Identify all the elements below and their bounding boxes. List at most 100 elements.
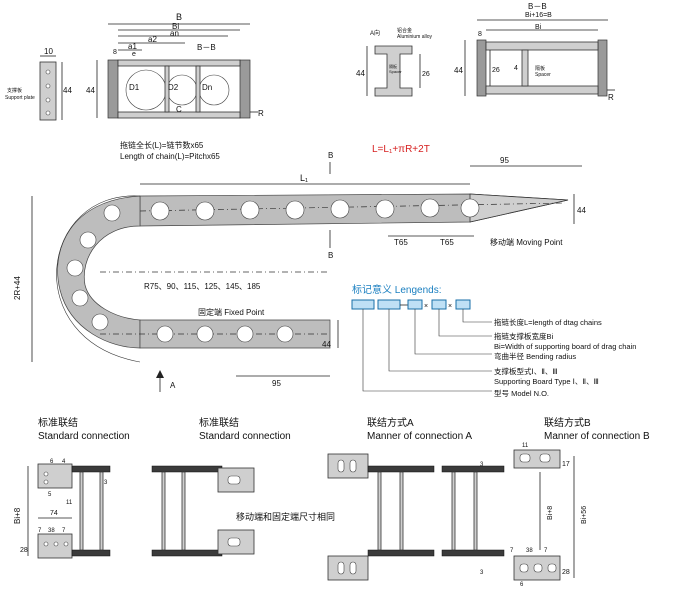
std1-d4: 4 xyxy=(62,459,66,465)
connB-en: Manner of connection B xyxy=(544,431,650,442)
section-mark-B-bottom: B xyxy=(328,251,333,260)
std1-d3: 3 xyxy=(104,480,108,486)
bend-plate-holes xyxy=(66,204,121,331)
dim-a2: a2 xyxy=(148,35,157,44)
length-formula: L=L₁+πR+2T xyxy=(372,144,430,155)
std1-d5: 5 xyxy=(48,492,52,498)
dim-95-bottom: 95 xyxy=(272,379,281,388)
legend-item-7: 型号 Model N.O. xyxy=(494,389,549,398)
std2-en: Standard connection xyxy=(199,431,291,442)
height-2R44: 2R+44 xyxy=(13,276,22,300)
spacer-label-en: Spacer xyxy=(389,69,402,74)
legend-item-2: 拖链支撑板宽度Bi xyxy=(494,331,554,341)
connB-d6: 6 xyxy=(520,582,524,588)
bb-title: B－B xyxy=(528,2,547,11)
alu-dim-26: 26 xyxy=(422,71,430,78)
bb-dim-8: 8 xyxy=(478,31,482,38)
view-A-label: A向 xyxy=(370,29,380,37)
chain-length-en: Length of chain(L)=Pitchx65 xyxy=(120,152,220,161)
connection-B: 3 3 11 17 7 38 7 28 6 Bi+8 Bi+56 xyxy=(441,443,588,588)
plate-dim-44: 44 xyxy=(63,86,72,95)
view-arrow-A: A xyxy=(170,381,176,390)
dim-44-right: 44 xyxy=(577,206,586,215)
support-plate-label-cn: 支撑板 xyxy=(7,87,22,94)
C-label: C xyxy=(176,105,182,114)
svg-text:×: × xyxy=(448,303,452,310)
legend-item-3: Bi=Width of supporting board of drag cha… xyxy=(494,342,636,351)
dim-8: 8 xyxy=(113,49,117,56)
connB-d38: 38 xyxy=(526,548,533,554)
spacer-label-cn: 隔板 xyxy=(389,63,397,69)
std1-Bi8: Bi+8 xyxy=(13,507,22,524)
std1-cn: 标准联结 xyxy=(38,416,78,429)
connection-A xyxy=(327,453,435,581)
dim-e: e xyxy=(132,51,136,58)
connB-Bi8: Bi+8 xyxy=(547,506,554,520)
section-mark-B-top: B xyxy=(328,151,333,160)
connB-d3b: 3 xyxy=(480,570,484,576)
chain-length-cn: 拖链全长(L)=链节数x65 xyxy=(120,140,204,150)
dim-a1: a1 xyxy=(128,42,137,51)
std2-cn: 标准联结 xyxy=(199,416,239,429)
connB-Bi56: Bi+56 xyxy=(581,506,588,524)
legend-item-4: 弯曲半径 Bending radius xyxy=(494,351,576,361)
connB-cn: 联结方式B xyxy=(544,416,591,429)
plate-dim-10: 10 xyxy=(44,47,53,56)
dim-an: an xyxy=(170,29,179,38)
aluminium-label-cn: 铝合金 xyxy=(397,27,412,34)
connA-cn: 联结方式A xyxy=(367,416,414,429)
Dn-label: Dn xyxy=(202,83,212,92)
bb-dim-44: 44 xyxy=(454,66,463,75)
standard-connection-1: Bi+8 6 4 3 5 11 74 7 38 7 28 xyxy=(13,459,111,559)
bb-dim-4: 4 xyxy=(514,65,518,72)
legend-item-6: Supporting Board Type Ⅰ、Ⅱ、Ⅲ xyxy=(494,377,599,386)
support-plate-label-en: Support plate xyxy=(5,95,35,101)
connB-d7: 7 xyxy=(510,548,514,554)
bb-spacer-cn: 隔板 xyxy=(535,65,545,72)
connB-d11: 11 xyxy=(522,443,529,449)
support-plate-view: 10 44 支撑板 Support plate xyxy=(5,47,72,121)
std1-d74: 74 xyxy=(50,510,58,517)
pitch-T65-a: T65 xyxy=(394,238,408,247)
std1-d7b: 7 xyxy=(62,528,66,534)
standard-connection-2 xyxy=(151,465,255,557)
bb-section-view: B－B Bi+16=B Bi 8 44 26 4 隔板 Spacer R xyxy=(454,2,615,102)
alu-dim-44: 44 xyxy=(356,69,365,78)
pitch-T65-b: T65 xyxy=(440,238,454,247)
connA-en: Manner of connection A xyxy=(367,431,472,442)
aluminium-label-en: Aluminium alloy xyxy=(397,34,433,40)
section-BB: B－B xyxy=(197,43,216,52)
std1-d7: 7 xyxy=(38,528,42,534)
lower-run-plate-holes xyxy=(156,325,294,343)
connB-d7b: 7 xyxy=(544,548,548,554)
std1-d28: 28 xyxy=(20,547,28,554)
std1-d11: 11 xyxy=(66,500,73,506)
upper-run-plate-holes xyxy=(150,198,480,221)
moving-point-label: 移动端 Moving Point xyxy=(490,237,563,247)
dim-95-top: 95 xyxy=(500,156,509,165)
bb-dim-R: R xyxy=(608,93,614,102)
legend-block: 标记意义 Lengends: × × 拖链长度L=length of dtag … xyxy=(351,283,636,398)
dim-Bi: Bi xyxy=(172,22,179,31)
std1-d6: 6 xyxy=(50,459,54,465)
svg-text:×: × xyxy=(424,303,428,310)
legend-item-1: 拖链长度L=length of dtag chains xyxy=(494,317,602,327)
aluminium-profile-view: A向 铝合金 Aluminium alloy 隔板 Spacer 44 26 xyxy=(356,27,433,97)
dim-44-bottom: 44 xyxy=(322,340,331,349)
legend-title: 标记意义 Lengends: xyxy=(352,283,442,296)
connB-d3a: 3 xyxy=(480,462,484,468)
bb-dim-BiB: Bi+16=B xyxy=(525,12,552,19)
cross-section-view: B Bi an a2 a1 e 8 B－B 44 D1 D2 Dn C R xyxy=(86,12,264,119)
D2-label: D2 xyxy=(168,83,179,92)
dim-44: 44 xyxy=(86,86,95,95)
legend-item-5: 支撑板型式Ⅰ、Ⅱ、Ⅲ xyxy=(494,366,558,376)
fixed-point-label: 固定端 Fixed Point xyxy=(198,307,265,317)
bb-dim-Bi: Bi xyxy=(535,24,542,31)
std1-en: Standard connection xyxy=(38,431,130,442)
bb-spacer-en: Spacer xyxy=(535,72,551,78)
dim-B: B xyxy=(176,12,182,22)
drag-chain-side-view: 拖链全长(L)=链节数x65 Length of chain(L)=Pitchx… xyxy=(13,140,586,392)
D1-label: D1 xyxy=(129,83,140,92)
radius-list: R75、90、115、125、145、185 xyxy=(144,282,261,291)
